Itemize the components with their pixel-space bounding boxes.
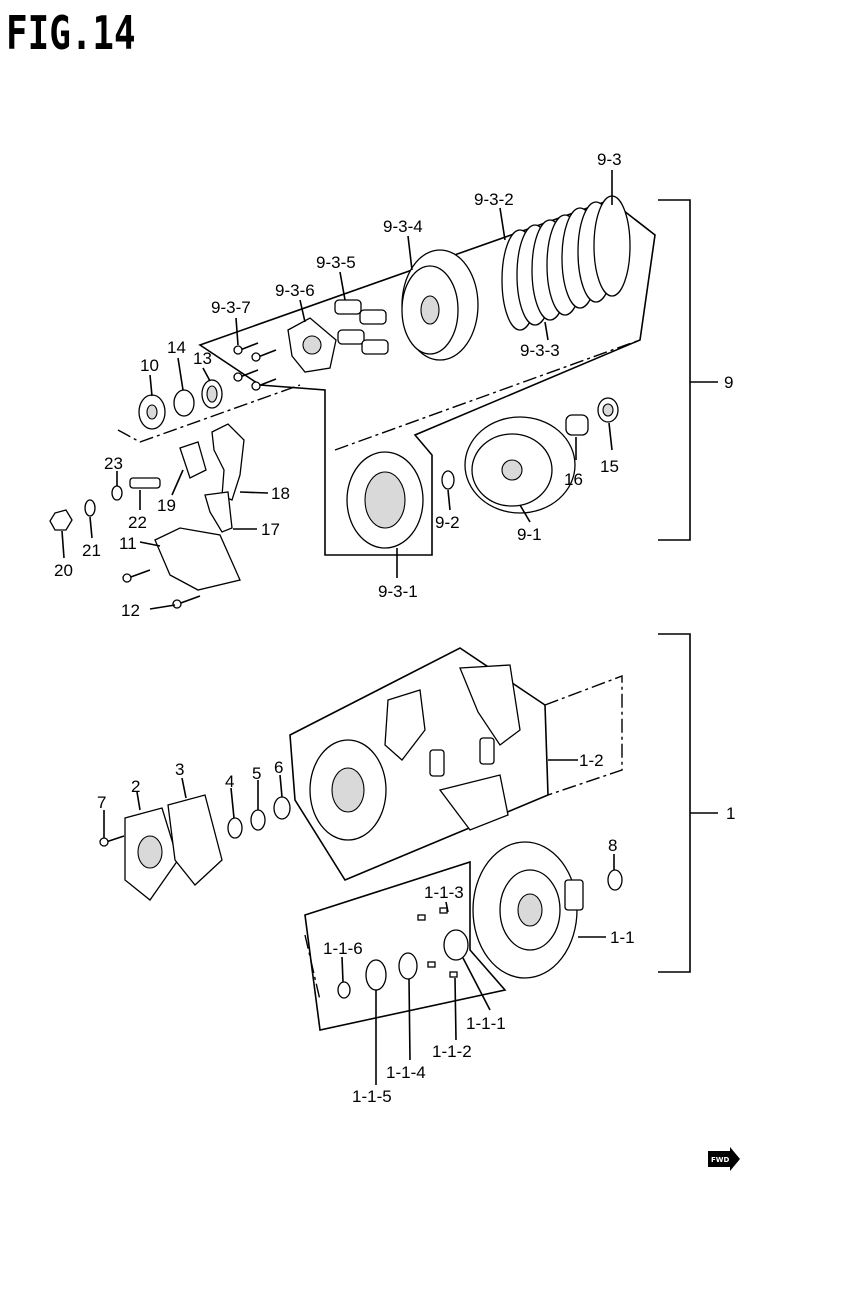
bracket-group-9 — [658, 199, 691, 541]
bolts-12 — [122, 569, 201, 609]
arm-17 — [204, 491, 233, 533]
shoe-lower — [438, 774, 509, 831]
label-1-1: 1-1 — [610, 928, 635, 947]
bracket-19 — [179, 441, 207, 479]
label-10: 10 — [140, 356, 159, 375]
label-1-1-2: 1-1-2 — [432, 1042, 472, 1061]
cover-11 — [154, 527, 241, 591]
ring-23 — [111, 485, 123, 501]
shaft-22 — [129, 477, 161, 489]
washer-1-1-6 — [337, 981, 351, 999]
label-17: 17 — [261, 520, 280, 539]
label-1-1-4: 1-1-4 — [386, 1063, 426, 1082]
label-3: 3 — [175, 760, 184, 779]
outline-1-1 — [304, 860, 507, 1031]
label-9: 9 — [724, 373, 733, 392]
spring-a — [429, 749, 445, 777]
label-18: 18 — [271, 484, 290, 503]
label-9-3: 9-3 — [597, 150, 622, 169]
nut-20 — [49, 509, 73, 531]
ring-1-1-4 — [398, 952, 418, 980]
bolts-9-3-7 — [233, 342, 277, 391]
label-16: 16 — [564, 470, 583, 489]
label-9-3-6: 9-3-6 — [275, 281, 315, 300]
label-19: 19 — [157, 496, 176, 515]
label-20: 20 — [54, 561, 73, 580]
label-7: 7 — [97, 793, 106, 812]
fwd-label: FWD — [711, 1156, 730, 1164]
label-1-1-3: 1-1-3 — [424, 883, 464, 902]
bushing-16 — [565, 414, 589, 436]
label-6: 6 — [274, 758, 283, 777]
label-9-3-2: 9-3-2 — [474, 190, 514, 209]
circlip-1-1-5 — [365, 959, 387, 991]
label-9-3-4: 9-3-4 — [383, 217, 423, 236]
washer-5 — [250, 809, 266, 831]
bearing-14 — [173, 389, 195, 417]
label-2: 2 — [131, 777, 140, 796]
label-15: 15 — [600, 457, 619, 476]
label-1-2: 1-2 — [579, 751, 604, 770]
nut-4 — [227, 817, 243, 839]
label-9-2: 9-2 — [435, 513, 460, 532]
shoe-upper-left — [384, 689, 426, 761]
label-1-1-5: 1-1-5 — [352, 1087, 392, 1106]
fwd-arrow-icon: FWD — [708, 1147, 740, 1171]
label-1-1-1: 1-1-1 — [466, 1014, 506, 1033]
label-5: 5 — [252, 764, 261, 783]
label-22: 22 — [128, 513, 147, 532]
label-4: 4 — [225, 772, 234, 791]
label-1-1-6: 1-1-6 — [323, 939, 363, 958]
label-1: 1 — [726, 804, 735, 823]
outline-9-3 — [198, 199, 656, 556]
label-8: 8 — [608, 836, 617, 855]
label-9-3-3: 9-3-3 — [520, 341, 560, 360]
washer-9-2 — [441, 470, 455, 490]
one-way-clutch-1-1-1 — [443, 929, 469, 961]
clutch-housing-9-1 — [464, 416, 576, 514]
label-13: 13 — [193, 349, 212, 368]
bracket-group-1 — [658, 633, 691, 973]
label-21: 21 — [82, 541, 101, 560]
label-23: 23 — [104, 454, 123, 473]
lever-18 — [211, 423, 245, 501]
clutch-drum-1-1 — [472, 841, 584, 979]
label-14: 14 — [167, 338, 186, 357]
washer-21 — [84, 499, 96, 517]
label-11: 11 — [119, 534, 137, 553]
gasket-3 — [167, 794, 223, 886]
shoe-upper-right — [459, 664, 521, 746]
label-9-3-5: 9-3-5 — [316, 253, 356, 272]
figure-title: FIG.14 — [6, 6, 136, 60]
label-12: 12 — [121, 601, 140, 620]
bolt-7 — [99, 837, 109, 847]
clutch-springs — [334, 299, 389, 355]
label-9-3-7: 9-3-7 — [211, 298, 251, 317]
clutch-plate-stack — [501, 195, 631, 331]
label-9-3-1: 9-3-1 — [378, 582, 418, 601]
spring-b — [479, 737, 495, 765]
gear-plate-9-3-1 — [346, 451, 424, 549]
leader-lines — [61, 170, 615, 1085]
washer-6 — [273, 796, 291, 820]
drive-plate — [309, 739, 387, 841]
washer-8 — [607, 869, 623, 891]
clutch-hub — [401, 249, 479, 361]
label-9-1: 9-1 — [517, 525, 542, 544]
